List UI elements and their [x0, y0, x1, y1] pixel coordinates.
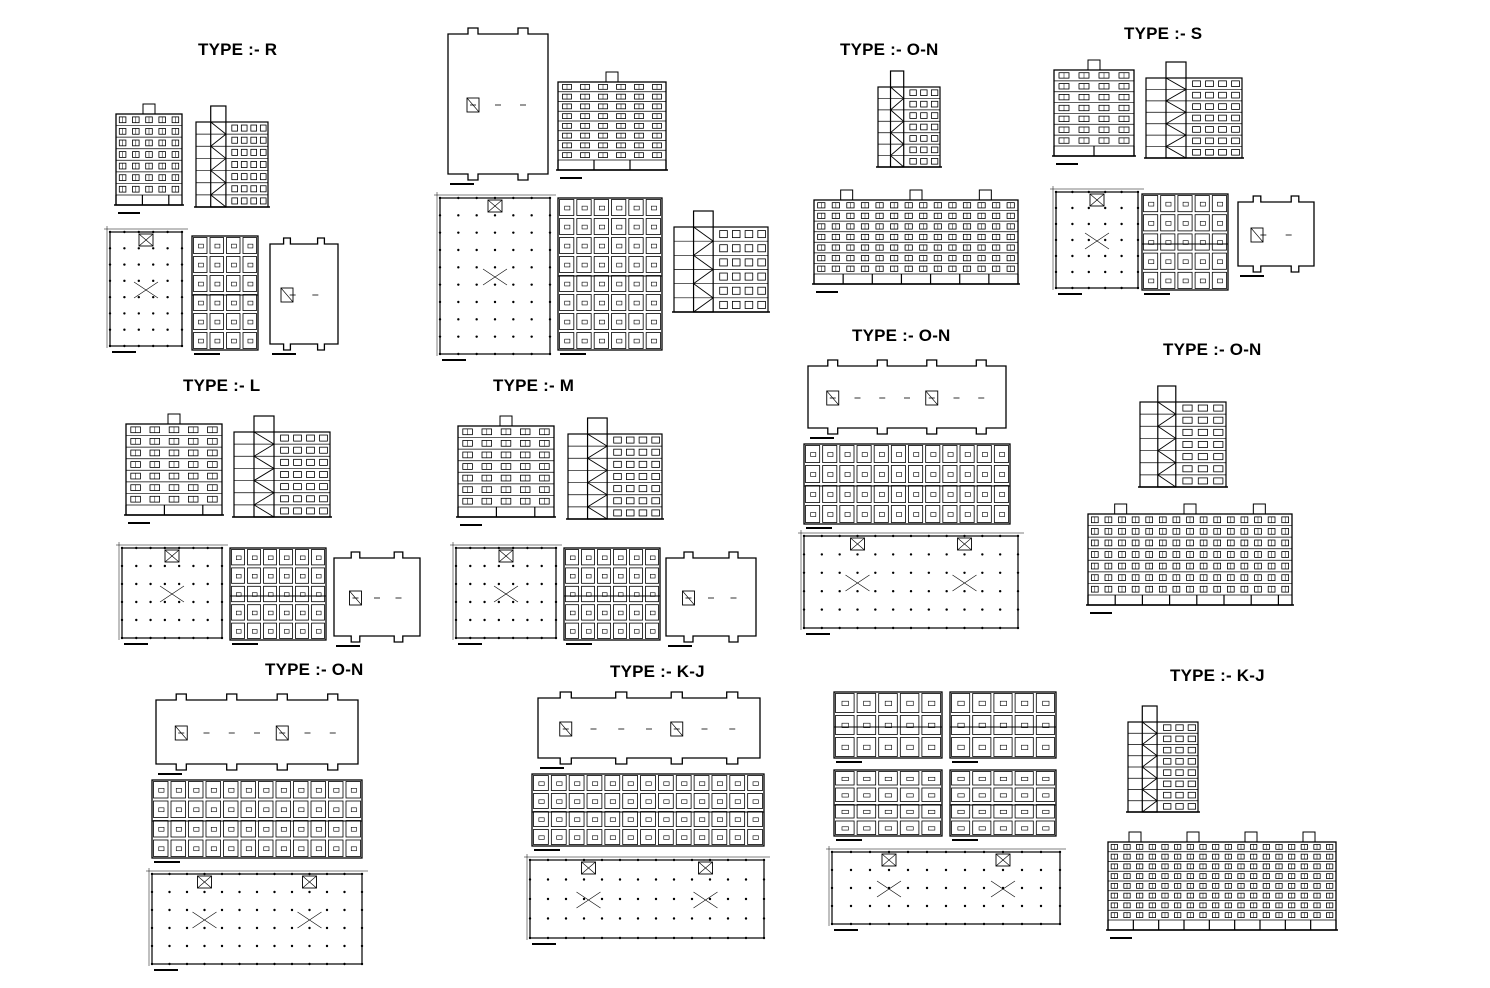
- elevation-type-kj2-side: [1126, 705, 1200, 813]
- plan-type-on4-stilt: [146, 868, 368, 971]
- plan-type-kj-b-typical: [949, 769, 1057, 841]
- plan-type-m-typical: [563, 547, 661, 645]
- label-type-r: TYPE :- R: [198, 40, 278, 59]
- elevation-type-s-front: [1052, 59, 1136, 165]
- elevation-type-r2-front: [556, 71, 668, 179]
- plan-type-s-typical: [1141, 193, 1229, 295]
- label-type-on-4: TYPE :- O-N: [265, 660, 364, 679]
- plan-type-kj-stilt: [826, 846, 1066, 931]
- label-type-on-1: TYPE :- O-N: [840, 40, 939, 59]
- plan-type-l-typical: [229, 547, 327, 645]
- elevation-type-on1-front: [812, 189, 1020, 293]
- plan-type-l-terrace: [333, 551, 421, 647]
- plan-type-r-typical: [191, 235, 259, 355]
- plan-type-on2-terrace: [807, 359, 1007, 439]
- plan-type-kj1-typical: [531, 773, 765, 851]
- plan-type-m-terrace: [665, 551, 757, 647]
- plan-type-kj-a-terrace: [833, 691, 943, 763]
- plan-type-r2-typical: [557, 197, 663, 355]
- plan-type-s-stilt: [1050, 186, 1144, 295]
- elevation-type-on1-side: [876, 70, 942, 168]
- label-type-m: TYPE :- M: [493, 376, 575, 395]
- elevation-type-kj2-front: [1106, 831, 1338, 939]
- elevation-type-l-side: [232, 415, 332, 518]
- label-type-on-2: TYPE :- O-N: [852, 326, 951, 345]
- plan-type-s-terrace: [1237, 195, 1315, 277]
- elevation-type-r2-side: [672, 210, 770, 313]
- plan-type-l-stilt: [116, 542, 228, 645]
- label-type-on-3: TYPE :- O-N: [1163, 340, 1262, 359]
- elevation-type-l-front: [124, 413, 224, 524]
- plan-type-kj1-terrace: [537, 691, 761, 769]
- label-type-s: TYPE :- S: [1124, 24, 1203, 43]
- elevation-type-r-side: [194, 105, 270, 208]
- plan-type-kj-b-terrace: [949, 691, 1057, 763]
- elevation-type-s-side: [1144, 61, 1244, 159]
- plan-type-kj1-stilt: [524, 854, 770, 945]
- plan-type-kj-a-typical: [833, 769, 943, 841]
- plan-type-r2-terrace: [447, 27, 549, 185]
- elevation-type-m-front: [456, 415, 556, 526]
- plan-type-r-terrace: [269, 237, 339, 355]
- label-type-kj-2: TYPE :- K-J: [1170, 666, 1265, 685]
- label-type-kj-1: TYPE :- K-J: [610, 662, 705, 681]
- plan-type-on4-terrace: [155, 693, 359, 775]
- plan-type-on4-typical: [151, 779, 363, 863]
- plan-type-r2-stilt: [434, 192, 556, 361]
- elevation-type-r-front: [114, 103, 184, 214]
- label-type-l: TYPE :- L: [183, 376, 261, 395]
- plan-type-r-stilt: [104, 226, 188, 353]
- plan-type-m-stilt: [450, 542, 562, 645]
- elevation-type-on3-front: [1086, 503, 1294, 614]
- plan-type-on2-stilt: [798, 530, 1024, 635]
- plan-type-on2-typical: [803, 443, 1011, 529]
- elevation-type-on3-side: [1138, 385, 1228, 488]
- elevation-type-m-side: [566, 417, 664, 520]
